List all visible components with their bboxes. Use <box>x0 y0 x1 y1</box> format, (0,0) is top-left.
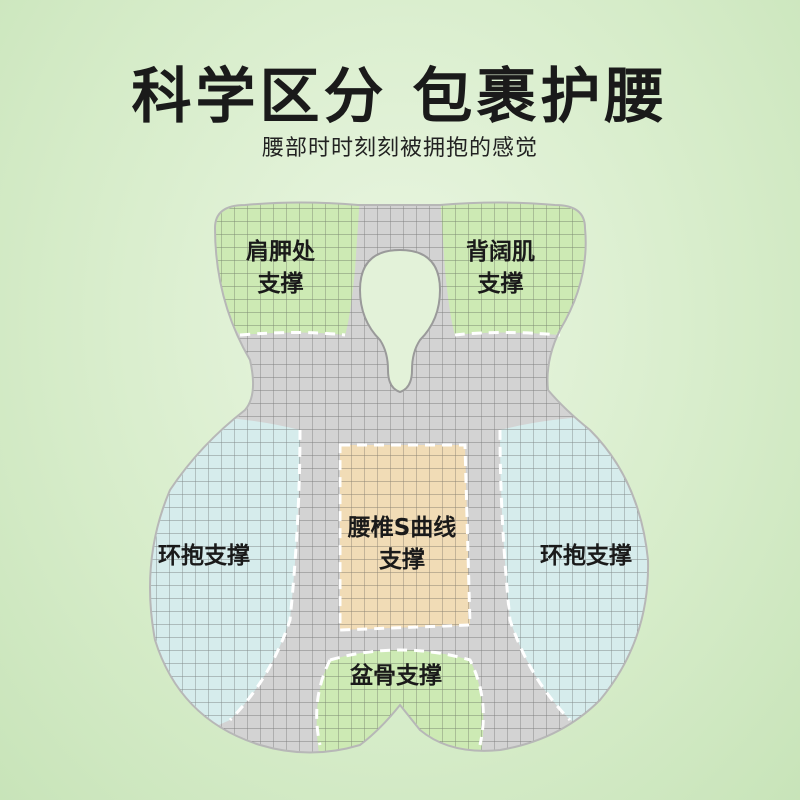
pelvis-support-label: 盆骨支撑 <box>350 663 442 689</box>
back-label-line1: 背阔肌 <box>466 239 535 265</box>
lumbar-support-label: 腰椎S曲线 支撑 <box>340 512 464 576</box>
lumbar-label-line1: 腰椎S曲线 <box>347 515 457 541</box>
shoulder-label-line1: 肩胛处 <box>246 239 315 265</box>
back-support-label: 背阔肌 支撑 <box>466 236 535 300</box>
right-wrap-label: 环抱支撑 <box>540 543 632 569</box>
back-label-line2: 支撑 <box>477 271 524 297</box>
page-title: 科学区分 包裹护腰 <box>131 62 669 132</box>
page-subtitle: 腰部时时刻刻被拥抱的感觉 <box>261 136 538 161</box>
lumbar-label-line2: 支撑 <box>379 547 425 573</box>
left-wrap-label: 环抱支撑 <box>158 543 250 569</box>
shoulder-label-line2: 支撑 <box>257 271 304 297</box>
neck-keyhole <box>358 248 442 394</box>
shoulder-support-label: 肩胛处 支撑 <box>246 236 315 300</box>
